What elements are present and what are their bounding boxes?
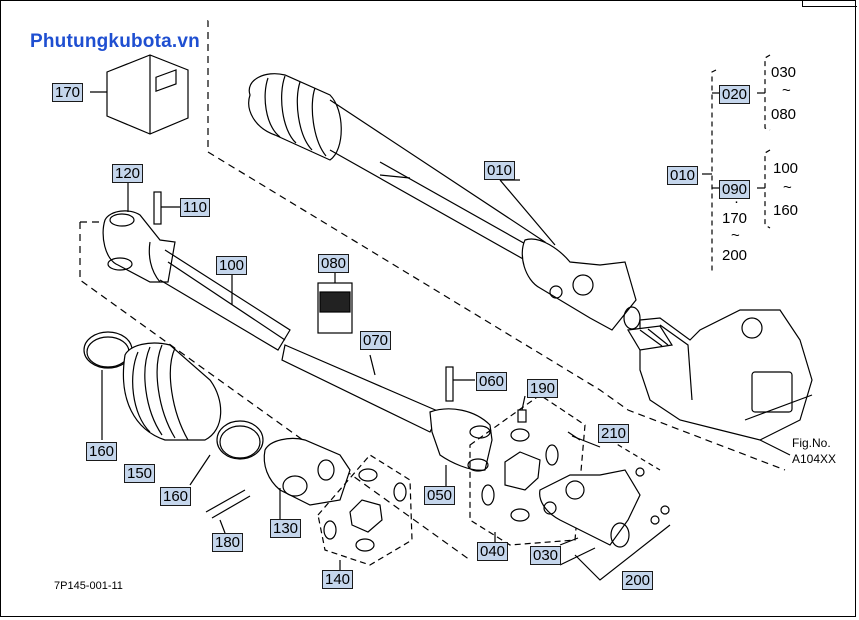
callout-030[interactable]: 030: [530, 546, 562, 565]
callout-190[interactable]: 190: [527, 379, 559, 398]
callout-150[interactable]: 150: [124, 464, 156, 483]
callout-100[interactable]: 100: [216, 256, 248, 275]
callout-060[interactable]: 060: [476, 372, 508, 391]
callout-120[interactable]: 120: [112, 164, 144, 183]
legend-100: 100: [773, 160, 799, 177]
legend-dot: ·: [734, 193, 739, 210]
page-corner-mark: [802, 0, 857, 7]
callout-010[interactable]: 010: [484, 161, 516, 180]
callout-180[interactable]: 180: [212, 533, 244, 552]
legend-010[interactable]: 010: [667, 166, 699, 185]
callout-210[interactable]: 210: [598, 424, 630, 443]
callout-160-lower[interactable]: 160: [160, 487, 192, 506]
legend-tilde-1: ~: [782, 82, 791, 99]
legend-170: 170: [722, 210, 748, 227]
callout-200[interactable]: 200: [622, 571, 654, 590]
legend-030: 030: [771, 64, 797, 81]
legend-020[interactable]: 020: [719, 85, 751, 104]
legend-090[interactable]: 090: [719, 180, 751, 199]
legend-tilde-2: ~: [783, 179, 792, 196]
callout-130[interactable]: 130: [270, 519, 302, 538]
callout-170[interactable]: 170: [52, 83, 84, 102]
legend-200: 200: [722, 247, 748, 264]
callout-070[interactable]: 070: [360, 331, 392, 350]
drawing-code: 7P145-001-11: [54, 580, 123, 592]
callout-110[interactable]: 110: [180, 198, 210, 217]
legend-080: 080: [771, 106, 797, 123]
callout-040[interactable]: 040: [477, 542, 509, 561]
fig-no-code: A104XX: [792, 452, 837, 466]
callout-050[interactable]: 050: [424, 486, 456, 505]
legend-160: 160: [773, 202, 799, 219]
callout-140[interactable]: 140: [322, 570, 354, 589]
callout-160-upper[interactable]: 160: [86, 442, 118, 461]
callout-080[interactable]: 080: [318, 254, 350, 273]
fig-no-label: Fig.No.: [792, 436, 831, 450]
watermark-text: Phutungkubota.vn: [30, 31, 200, 52]
legend-tilde-3: ~: [731, 227, 740, 244]
